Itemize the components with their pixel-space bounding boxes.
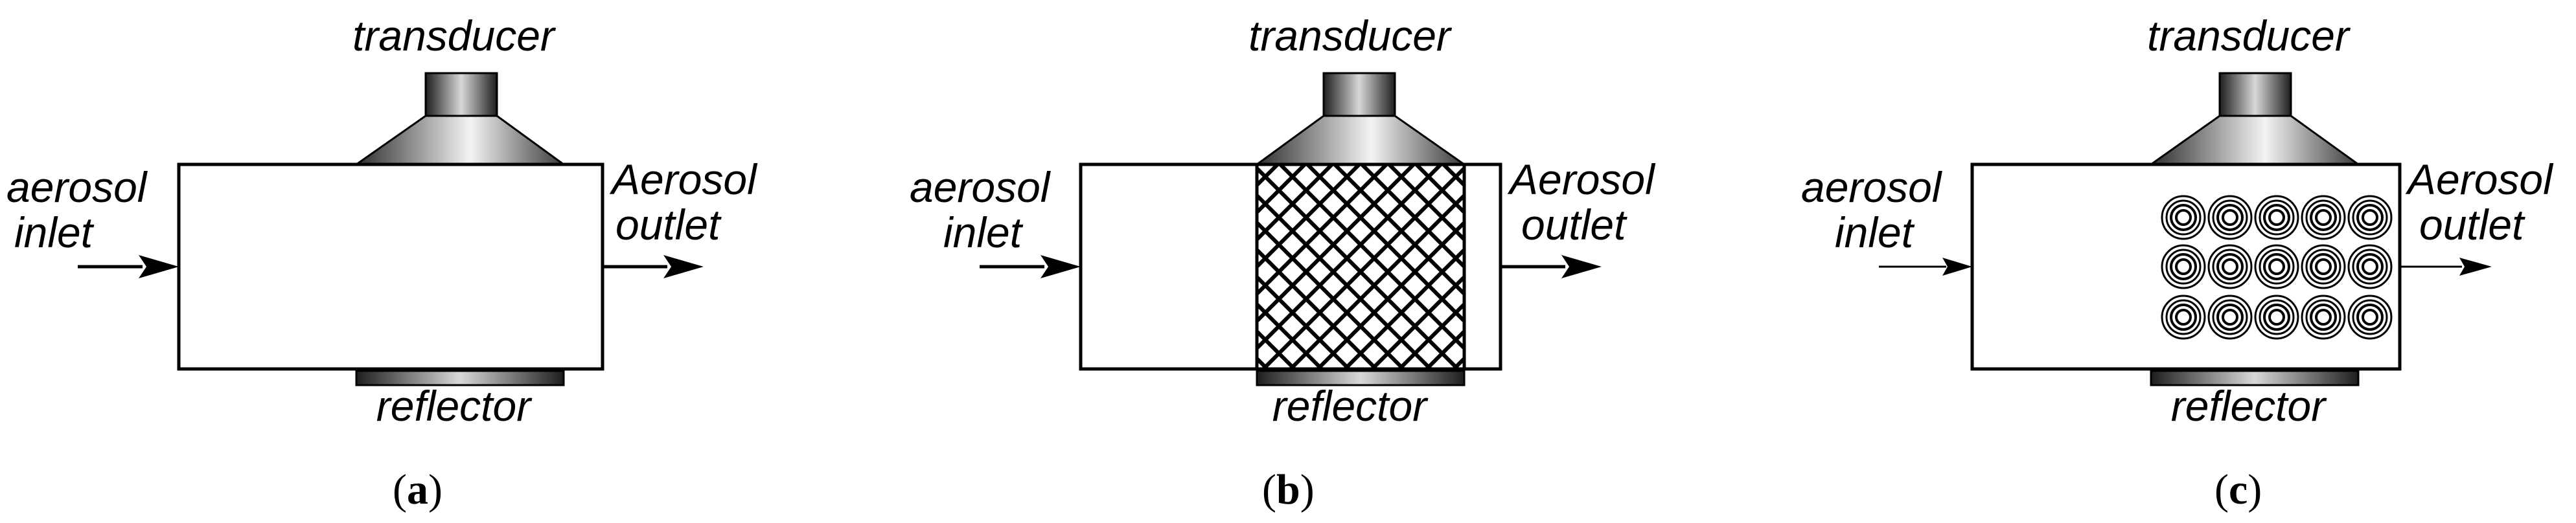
caption-a: (a) [393,466,443,513]
transducer-label: transducer [1248,12,1453,60]
transducer-neck [2218,72,2292,117]
inlet-label-line1: aerosol [910,163,1052,211]
transducer-neck [424,72,498,117]
reflector-plate [355,370,565,386]
inlet-arrow [1879,258,1972,276]
outlet-label-line1: Aerosol [2405,155,2554,203]
resonator-chamber [177,162,604,371]
caption-b: (b) [1262,466,1315,513]
inlet-label-line2: inlet [943,208,1024,256]
inlet-label-line1: aerosol [6,163,148,211]
inlet-arrow [78,255,179,278]
outlet-label-line2: outlet [2419,201,2525,249]
outlet-label-line2: outlet [1521,201,1627,249]
outlet-label-line1: Aerosol [609,155,758,203]
transducer-horn [1254,115,1467,166]
transducer-label: transducer [2147,12,2351,60]
transducer-label: transducer [352,12,557,60]
panel-c: transducer reflector aerosol inlet [1801,12,2554,513]
reflector-plate [2150,370,2360,386]
transducer-neck [1322,72,1396,117]
inlet-label-line2: inlet [14,208,95,256]
inlet-label-line2: inlet [1835,208,1915,256]
outlet-label-line1: Aerosol [1507,155,1656,203]
outlet-arrow [1501,255,1602,278]
reflector-label: reflector [376,382,533,430]
transducer-horn [353,115,567,166]
panel-a: transducer reflector aerosol inlet Aeros… [6,12,758,513]
outlet-label-line2: outlet [615,201,722,249]
reflector-label: reflector [2171,382,2327,430]
outlet-arrow [603,255,704,278]
acoustic-levitation-nodes-grid [2161,195,2393,340]
inlet-label-line1: aerosol [1801,163,1943,211]
reflector-plate [1256,370,1466,386]
caption-c: (c) [2214,466,2262,513]
outlet-arrow [2400,258,2492,276]
panel-b: transducer reflector aerosol inlet Aeros… [910,12,1656,513]
transducer-horn [2148,115,2362,166]
crosshatch-standing-wave-region [1255,162,1466,371]
inlet-arrow [980,255,1081,278]
reflector-label: reflector [1272,382,1429,430]
